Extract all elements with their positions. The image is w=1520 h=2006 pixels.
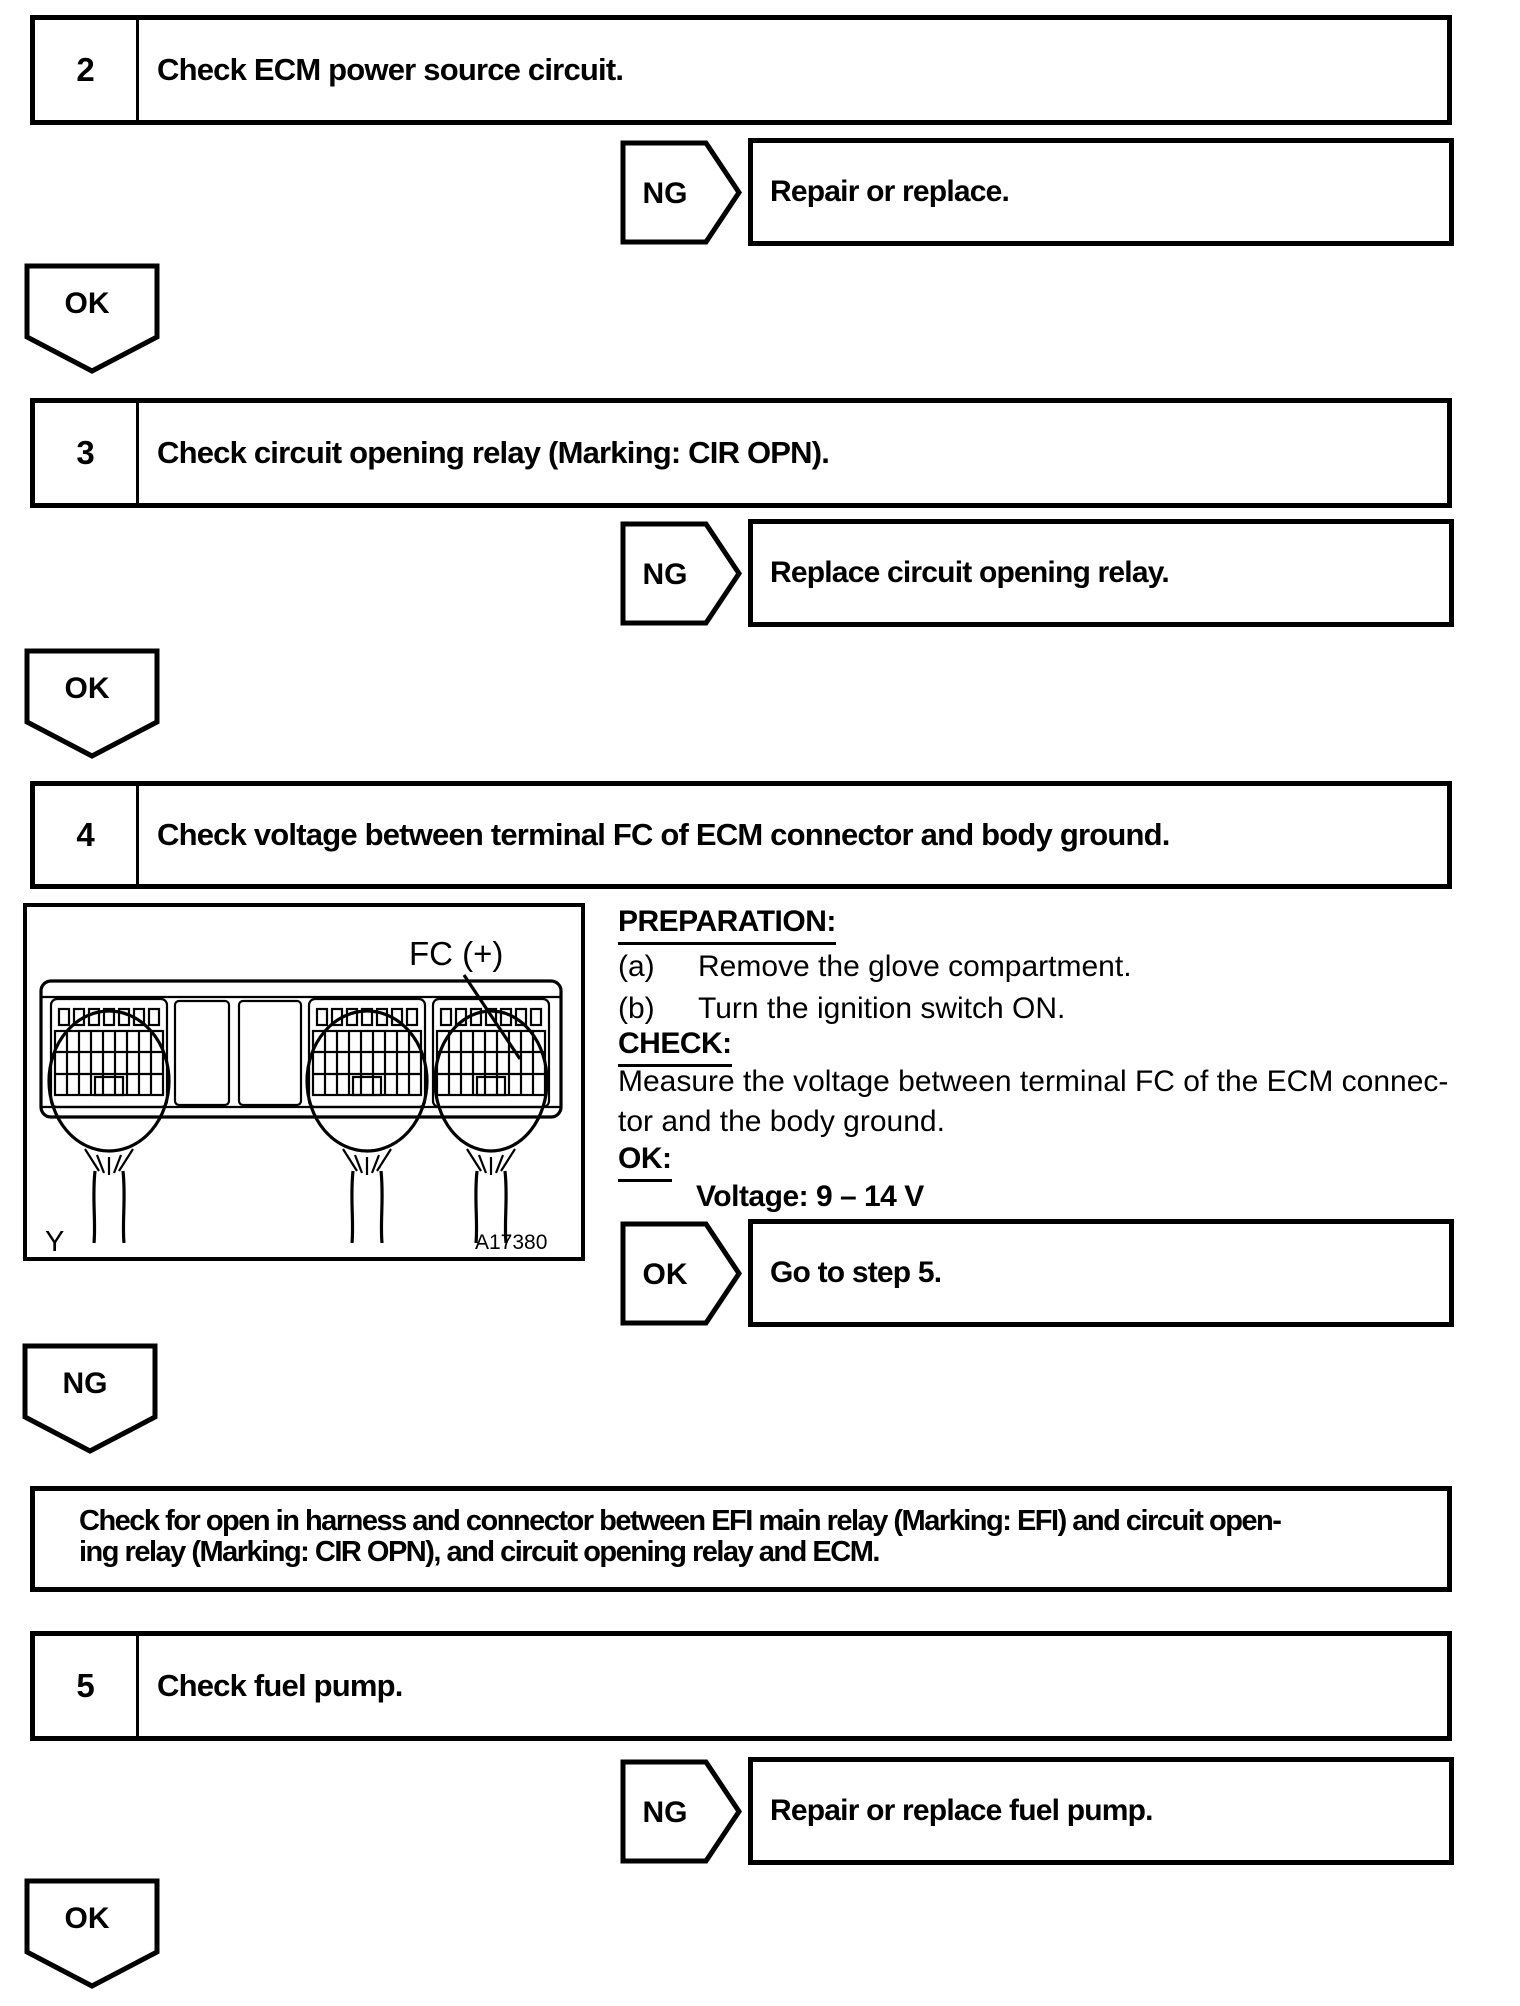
- ng-branch-arrow: NG: [620, 521, 742, 626]
- ok-branch-arrow: OK: [620, 1221, 742, 1326]
- instruction-line1: Check for open in harness and connector …: [79, 1505, 1282, 1537]
- step-number: 5: [35, 1636, 139, 1736]
- ok-heading: OK:: [618, 1142, 672, 1182]
- ng-label: NG: [643, 177, 688, 210]
- voltage-spec: Voltage: 9 – 14 V: [696, 1180, 924, 1213]
- figure-id: A17380: [475, 1231, 547, 1254]
- ng-branch-arrow: NG: [620, 1759, 742, 1864]
- step-number: 4: [35, 786, 139, 884]
- step-header-4: 4 Check voltage between terminal FC of E…: [30, 781, 1452, 889]
- instruction-line2: ing relay (Marking: CIR OPN), and circui…: [79, 1536, 880, 1568]
- step-title: Check fuel pump.: [157, 1668, 403, 1703]
- branch-result-text: Repair or replace fuel pump.: [770, 1794, 1154, 1827]
- step-header-5: 5 Check fuel pump.: [30, 1631, 1452, 1741]
- ng-label: NG: [643, 558, 688, 591]
- ng-label: NG: [63, 1367, 108, 1400]
- check-text-line2: tor and the body ground.: [618, 1105, 945, 1138]
- item-index: (a): [618, 950, 655, 983]
- ng-connector-arrow: NG: [22, 1343, 158, 1454]
- preparation-heading: PREPARATION:: [618, 905, 836, 945]
- ok-connector-arrow: OK: [24, 263, 160, 374]
- connector-body: [39, 979, 563, 1119]
- terminal-callout: FC (+): [409, 935, 503, 972]
- branch-result-box: Replace circuit opening relay.: [748, 519, 1454, 627]
- step-number: 3: [35, 403, 139, 503]
- ok-connector-arrow: OK: [24, 648, 160, 759]
- ok-label: OK: [65, 672, 110, 705]
- ecm-connector-figure: FC (+): [23, 903, 585, 1261]
- ok-label: OK: [643, 1258, 688, 1291]
- step-number: 2: [35, 20, 139, 120]
- step-header-2: 2 Check ECM power source circuit.: [30, 15, 1452, 125]
- ng-label: NG: [643, 1796, 688, 1829]
- step-title: Check circuit opening relay (Marking: CI…: [157, 435, 830, 470]
- instruction-box: Check for open in harness and connector …: [30, 1486, 1452, 1592]
- branch-result-text: Replace circuit opening relay.: [770, 556, 1170, 589]
- check-text-line1: Measure the voltage between terminal FC …: [618, 1065, 1449, 1098]
- item-text: Turn the ignition switch ON.: [698, 992, 1066, 1025]
- step-header-3: 3 Check circuit opening relay (Marking: …: [30, 398, 1452, 508]
- branch-result-text: Repair or replace.: [770, 175, 1010, 208]
- callout-leader-line: [462, 974, 522, 1060]
- item-text: Remove the glove compartment.: [698, 950, 1132, 983]
- step-title: Check ECM power source circuit.: [157, 52, 624, 87]
- ok-connector-arrow: OK: [24, 1878, 160, 1989]
- branch-result-box: Go to step 5.: [748, 1219, 1454, 1327]
- ok-label: OK: [65, 287, 110, 320]
- check-heading: CHECK:: [618, 1027, 732, 1067]
- item-index: (b): [618, 992, 655, 1025]
- step-title: Check voltage between terminal FC of ECM…: [157, 817, 1170, 852]
- figure-corner-label: Y: [45, 1226, 64, 1258]
- step4-detail: PREPARATION: (a) Remove the glove compar…: [618, 905, 1458, 1235]
- ng-branch-arrow: NG: [620, 140, 742, 245]
- branch-result-text: Go to step 5.: [770, 1256, 942, 1289]
- ok-label: OK: [65, 1902, 110, 1935]
- branch-result-box: Repair or replace.: [748, 138, 1454, 246]
- branch-result-box: Repair or replace fuel pump.: [748, 1757, 1454, 1865]
